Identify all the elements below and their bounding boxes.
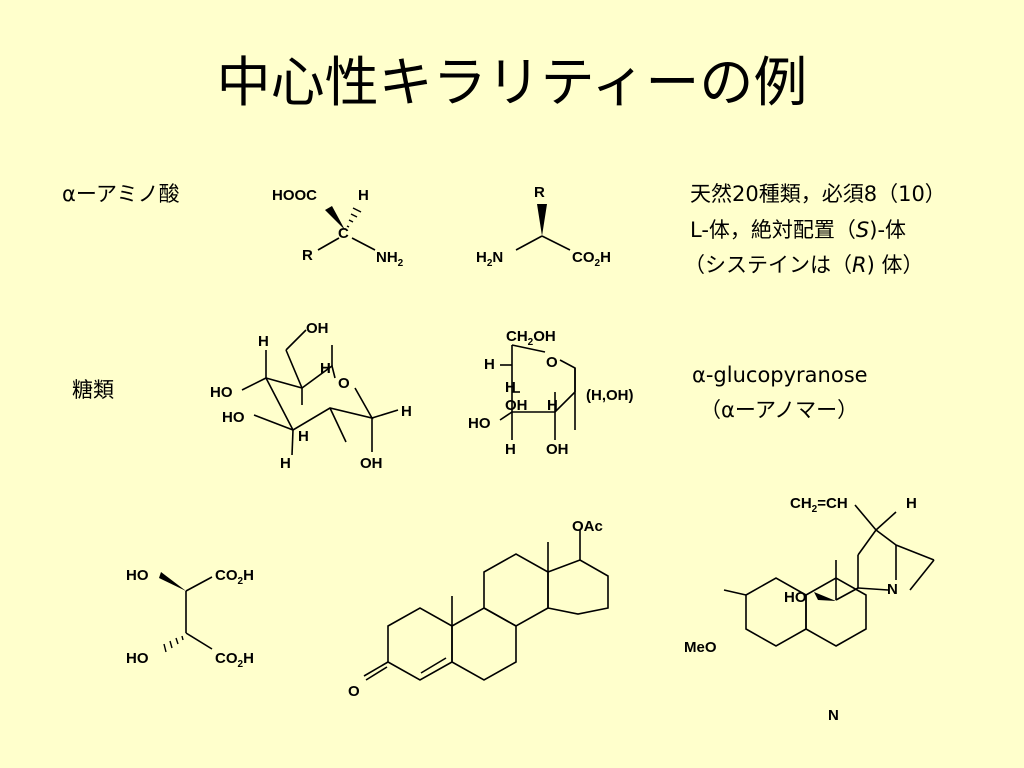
quinine: CH2=CH H N HO MeO N <box>684 495 935 724</box>
h-label: H <box>401 403 412 420</box>
sugar-note-1: α-glucopyranose <box>692 363 868 387</box>
glucose-chair: OH H H O HO HO H H H OH <box>210 320 412 472</box>
h-label: H <box>484 356 495 373</box>
vinyl-label: CH2=CH <box>790 495 848 515</box>
ho-label: HO <box>126 567 149 584</box>
c-label: C <box>338 225 349 242</box>
r-label: R <box>534 184 545 201</box>
quinoline-n-label: N <box>828 707 839 724</box>
h-label: H <box>280 455 291 472</box>
wedge-bond <box>814 592 836 601</box>
h-label: H <box>505 441 516 458</box>
anomer-label: (H,OH) <box>586 387 634 404</box>
h-label: H <box>547 397 558 414</box>
ring-o-label: O <box>546 354 558 371</box>
ho-label: HO <box>784 589 807 606</box>
hash-bond <box>163 635 184 653</box>
ho-label: HO <box>126 650 149 667</box>
oh-label: OH <box>546 441 569 458</box>
r-label: R <box>302 247 313 264</box>
nh2-label: NH2 <box>376 249 404 269</box>
amino-acid-label: αーアミノ酸 <box>62 182 180 206</box>
oh-label: OH <box>360 455 383 472</box>
h2n-label: H2N <box>476 249 503 269</box>
ch2oh-label: CH2OH <box>506 328 556 348</box>
meo-label: MeO <box>684 639 717 656</box>
wedge-bond <box>325 206 345 230</box>
h-label: H <box>358 187 369 204</box>
h-label: H <box>906 495 917 512</box>
hooc-label: HOOC <box>272 187 317 204</box>
sugar-note-2: （αーアノマー） <box>700 398 859 422</box>
ring-d <box>547 559 609 615</box>
sugar-label: 糖類 <box>72 378 114 402</box>
co2h-label: CO2H <box>572 249 611 269</box>
amino-acid-structure-2: R H2N CO2H <box>476 184 611 269</box>
h-label: H <box>320 360 331 377</box>
hash-bond <box>346 207 362 228</box>
amino-acid-structure-1: HOOC H C R NH2 <box>272 187 404 269</box>
oh-label: OH <box>306 320 329 337</box>
steroid: OAc O <box>348 518 609 700</box>
amino-acid-note-2: L-体，絶対配置（S)-体 <box>690 218 907 242</box>
page-title: 中心性キラリティーの例 <box>216 51 808 114</box>
oac-label: OAc <box>572 518 603 535</box>
co2h-label: CO2H <box>215 650 254 670</box>
h-label: H <box>505 379 516 396</box>
wedge-bond <box>159 572 186 591</box>
ring-a <box>387 607 453 681</box>
wedge-bond <box>537 204 547 236</box>
ring-o-label: O <box>338 375 350 392</box>
tartaric-acid: HO CO2H HO CO2H <box>126 567 254 670</box>
ring-b <box>451 607 517 681</box>
h-label: H <box>298 428 309 445</box>
quinuclidine-n-label: N <box>887 581 898 598</box>
h-label: H <box>258 333 269 350</box>
ho-label: HO <box>468 415 491 432</box>
glucose-haworth: CH2OH H O H OH H HO H OH (H,OH) <box>468 328 634 458</box>
oh-label: OH <box>505 397 528 414</box>
co2h-label: CO2H <box>215 567 254 587</box>
ho-label: HO <box>222 409 245 426</box>
ketone-o-label: O <box>348 683 360 700</box>
ho-label: HO <box>210 384 233 401</box>
amino-acid-note-1: 天然20種類，必須8（10） <box>690 182 946 206</box>
ring-c <box>483 553 549 627</box>
amino-acid-note-3: （システインは（R) 体） <box>684 253 924 277</box>
